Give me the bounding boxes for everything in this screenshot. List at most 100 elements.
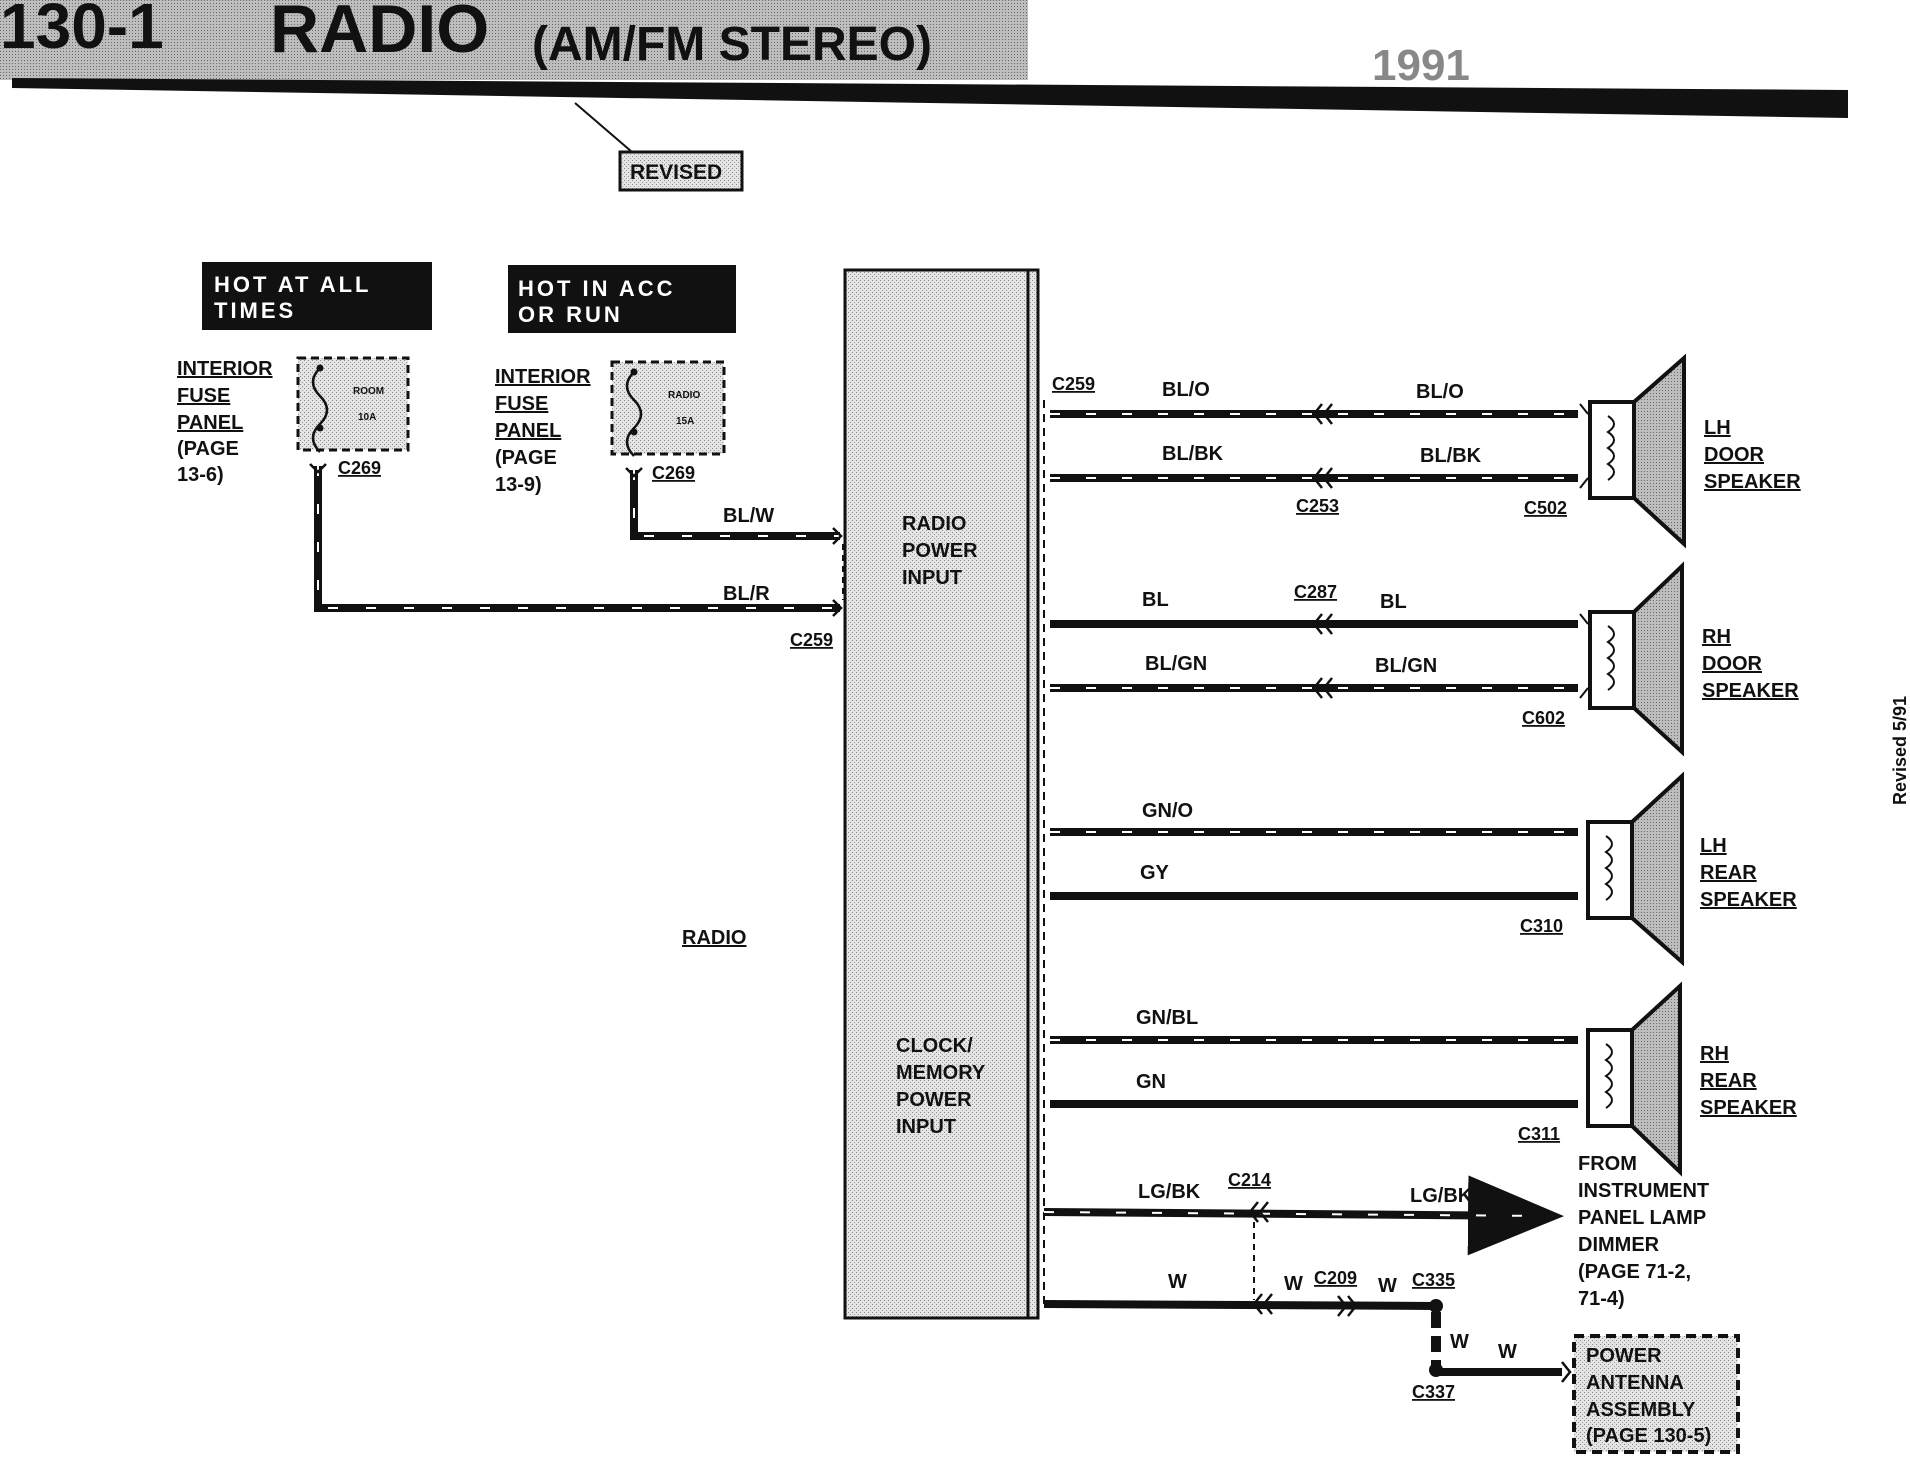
speaker-rh-door-cone [1632,561,1684,757]
speaker-rh-door [1579,561,1684,757]
fuse-panel-room: INTERIOR FUSE PANEL (PAGE 13-6) ROOM 10A… [177,356,410,486]
label-lh-rear-2: REAR [1700,862,1757,884]
wire-bl-w [630,470,840,540]
label-rh-door-1: RH [1702,626,1731,648]
wire-label-w-d: W [1450,1331,1469,1353]
dimmer-circuit: LG/BK LG/BK C214 FROM INSTRUMENT PANEL L… [1043,1153,1709,1310]
wire-label-lh-door-1a: BL/O [1162,379,1210,401]
fuse-room-name: ROOM [353,386,384,397]
page-title: RADIO [270,0,489,67]
year-label: 1991 [1372,41,1470,90]
label-lh-rear-1: LH [1700,835,1727,857]
wire-bl-r-stripe [317,466,840,609]
wire-label-lh-door-1b: BL/O [1416,381,1464,403]
label-lh-door-2: DOOR [1704,444,1765,466]
wire-label-rh-rear-2: GN [1136,1071,1166,1093]
label-rh-rear-2: REAR [1700,1070,1757,1092]
revised-pointer [574,102,633,153]
wire-label-rh-door-2a: BL/GN [1145,653,1207,675]
label-rh-door-3: SPEAKER [1702,680,1799,702]
fuse-radio-symbol [625,371,643,457]
fuse-panel-radio: INTERIOR FUSE PANEL (PAGE 13-9) RADIO 15… [495,360,726,496]
revised-tag [618,150,744,192]
wire-label-w-c: W [1378,1275,1397,1297]
speaker-lh-rear [1586,771,1684,967]
label-lh-door-3: SPEAKER [1704,471,1801,493]
conn-c259-input [832,527,843,617]
fuse-panel-1-line4: (PAGE [177,438,239,460]
speaker-lh-door-cone [1632,353,1686,549]
speaker-circuits: C259 BL/O BL/O BL/BK BL/BK C253 C502 BL … [1050,353,1801,1177]
radio-power-input-line2: POWER [902,540,978,562]
radio-clock-line4: INPUT [896,1116,956,1138]
radio-body [843,268,1030,1320]
radio-power-input-line1: RADIO [902,513,966,535]
fuse-panel-2-line2: FUSE [495,393,548,415]
speaker-rh-door-terminals [1579,613,1589,699]
conn-c335-dot [1429,1299,1443,1313]
dimmer-label-1: FROM [1578,1153,1637,1175]
dimmer-label-4: DIMMER [1578,1234,1660,1256]
lh-door-circuit: BL/O BL/O BL/BK BL/BK C253 C502 [1050,379,1578,518]
radio-clock-line2: MEMORY [896,1062,986,1084]
wire-label-w-b: W [1284,1273,1303,1295]
fuse-room-box [296,356,410,452]
hot-all-times-line2: TIMES [214,298,296,323]
hot-all-times-box [202,262,432,330]
header-rule [12,78,1848,118]
wire-label-lh-rear-1: GN/O [1142,800,1193,822]
wire-label-lg-bk-b: LG/BK [1410,1185,1473,1207]
lh-rear-circuit: GN/O GY C310 [1050,800,1578,936]
conn-c602-label: C602 [1522,708,1565,728]
conn-c214 [1248,1201,1269,1223]
speaker-rh-door-coil [1606,625,1615,691]
wire-label-rh-door-2b: BL/GN [1375,655,1437,677]
radio-label: RADIO [682,927,746,949]
hot-acc-run-line1: HOT IN ACC [518,276,676,301]
conn-c287 [1312,613,1333,699]
wire-label-lh-door-2a: BL/BK [1162,443,1224,465]
antenna-circuit: W W W W W C209 C335 C337 POWER ANTENNA A… [1043,1268,1740,1454]
hot-all-times-line1: HOT AT ALL [214,272,372,297]
power-input-wires: BL/W BL/R C259 [309,463,844,650]
hot-acc-run-line2: OR RUN [518,302,623,327]
revised-tag-label: REVISED [630,161,722,184]
conn-c209-label: C209 [1314,1268,1357,1288]
conn-c287-label: C287 [1294,582,1337,602]
conn-c269-b [625,467,643,478]
wire-label-lg-bk-a: LG/BK [1138,1181,1201,1203]
conn-c311-label: C311 [1518,1124,1560,1144]
wire-label-bl-w: BL/W [723,505,774,527]
fuse-room-pin-top [316,364,324,372]
conn-c502-label: C502 [1524,498,1567,518]
wire-label-lh-door-2b: BL/BK [1420,445,1482,467]
fuse-panel-2-line5: 13-9) [495,474,542,496]
label-rh-rear-1: RH [1700,1043,1729,1065]
fuse-panel-2-line4: (PAGE [495,447,557,469]
speaker-lh-door [1579,353,1686,549]
label-lh-door-1: LH [1704,417,1731,439]
wire-w-radio [1043,1300,1437,1310]
revised-side-note: Revised 5/91 [1890,696,1910,805]
fuse-room-rating: 10A [358,412,376,423]
dimmer-label-3: PANEL LAMP [1578,1207,1706,1229]
fuse-room-symbol [311,367,329,453]
fuse-panel-1-line2: FUSE [177,385,230,407]
antenna-label-1: POWER [1586,1345,1662,1367]
radio-clock-line3: POWER [896,1089,972,1111]
conn-c269-a [309,463,327,474]
wire-label-w-e: W [1498,1341,1517,1363]
conn-c310-label: C310 [1520,916,1563,936]
fuse-radio-name: RADIO [668,390,700,401]
label-rh-rear-3: SPEAKER [1700,1097,1797,1119]
fuse-radio-connector: C269 [652,463,695,483]
antenna-assembly-box [1572,1334,1740,1454]
label-rh-door-2: DOOR [1702,653,1763,675]
speaker-rh-rear [1586,981,1682,1177]
conn-c214-w [1252,1293,1273,1315]
dimmer-label-2: INSTRUMENT [1578,1180,1709,1202]
fuse-room-connector: C269 [338,458,381,478]
conn-c253 [1312,403,1333,489]
fuse-radio-box [610,360,726,456]
